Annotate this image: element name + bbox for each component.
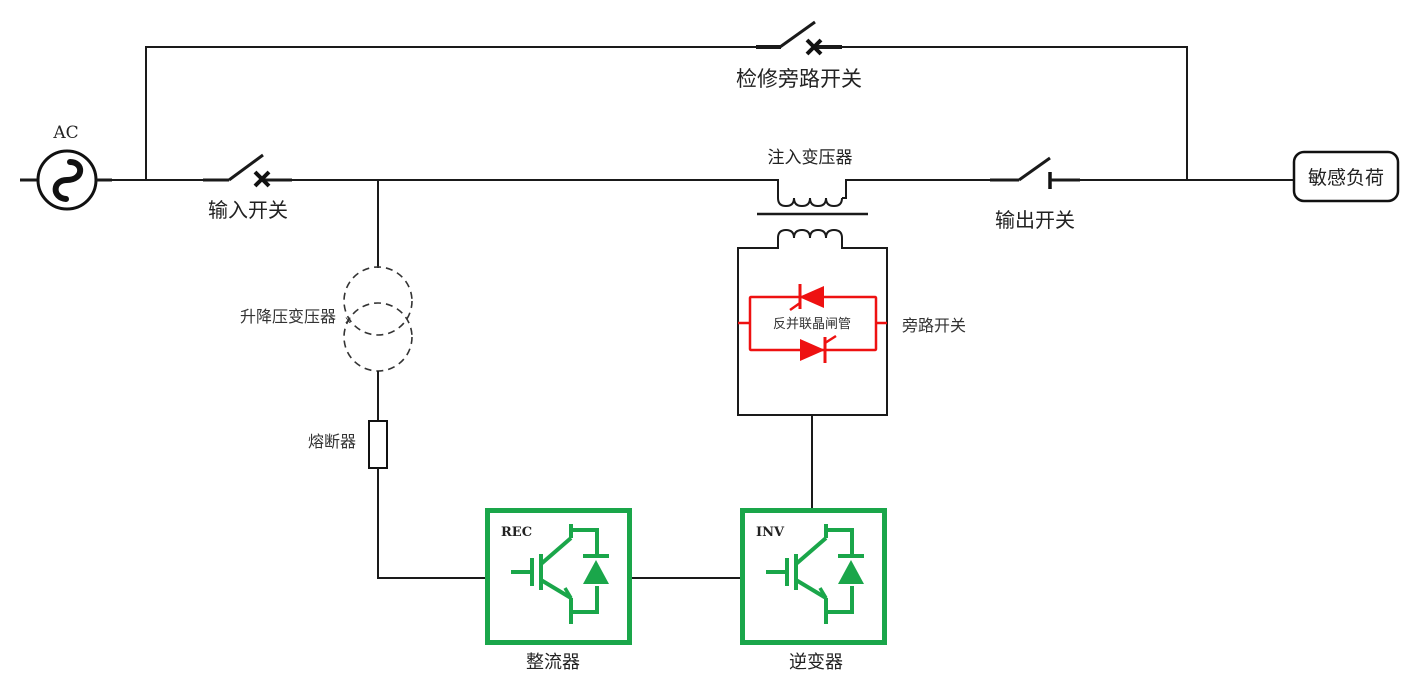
maintenance-bypass-switch-label: 检修旁路开关 <box>736 67 862 91</box>
step-transformer[interactable]: x <box>343 266 413 372</box>
rectifier-tag: REC <box>501 525 532 540</box>
igbt-icon <box>511 524 609 624</box>
output-switch-label: 输出开关 <box>995 208 1075 232</box>
maintenance-bypass-switch[interactable] <box>756 20 842 56</box>
breaker-x-icon <box>253 170 271 188</box>
sensitive-load[interactable]: 敏感负荷 <box>1292 150 1400 203</box>
rectifier[interactable]: REC <box>485 508 632 645</box>
inverter-label: 逆变器 <box>789 652 843 673</box>
rectifier-label: 整流器 <box>526 652 580 673</box>
ac-source[interactable] <box>20 149 112 211</box>
switch-icon <box>1048 172 1080 189</box>
ac-source-label: AC <box>52 123 78 143</box>
ac-source-icon <box>52 159 84 202</box>
injection-transformer-label: 注入变压器 <box>768 148 853 168</box>
anti-parallel-thyristor[interactable] <box>738 284 887 363</box>
bypass-switch-label: 旁路开关 <box>902 316 966 335</box>
thyristor-bottom-icon <box>800 334 837 363</box>
input-switch[interactable] <box>203 153 292 188</box>
rectifier-feed-wire <box>377 468 485 579</box>
maintenance-bypass-line <box>145 46 1188 180</box>
sensitive-load-label: 敏感负荷 <box>1308 167 1384 189</box>
fuse[interactable] <box>368 420 388 469</box>
winding-x-mark: x <box>345 315 351 326</box>
breaker-x-icon <box>805 38 823 56</box>
igbt-icon <box>766 524 864 624</box>
inverter-tag: INV <box>756 525 785 540</box>
fuse-label: 熔断器 <box>308 432 356 451</box>
thyristor-label: 反并联晶闸管 <box>773 317 851 332</box>
output-switch[interactable] <box>990 156 1080 189</box>
input-switch-label: 输入开关 <box>208 198 288 222</box>
thyristor-top-icon <box>789 284 824 312</box>
inverter[interactable]: INV <box>740 508 887 645</box>
step-transformer-label: 升降压变压器 <box>240 307 336 326</box>
